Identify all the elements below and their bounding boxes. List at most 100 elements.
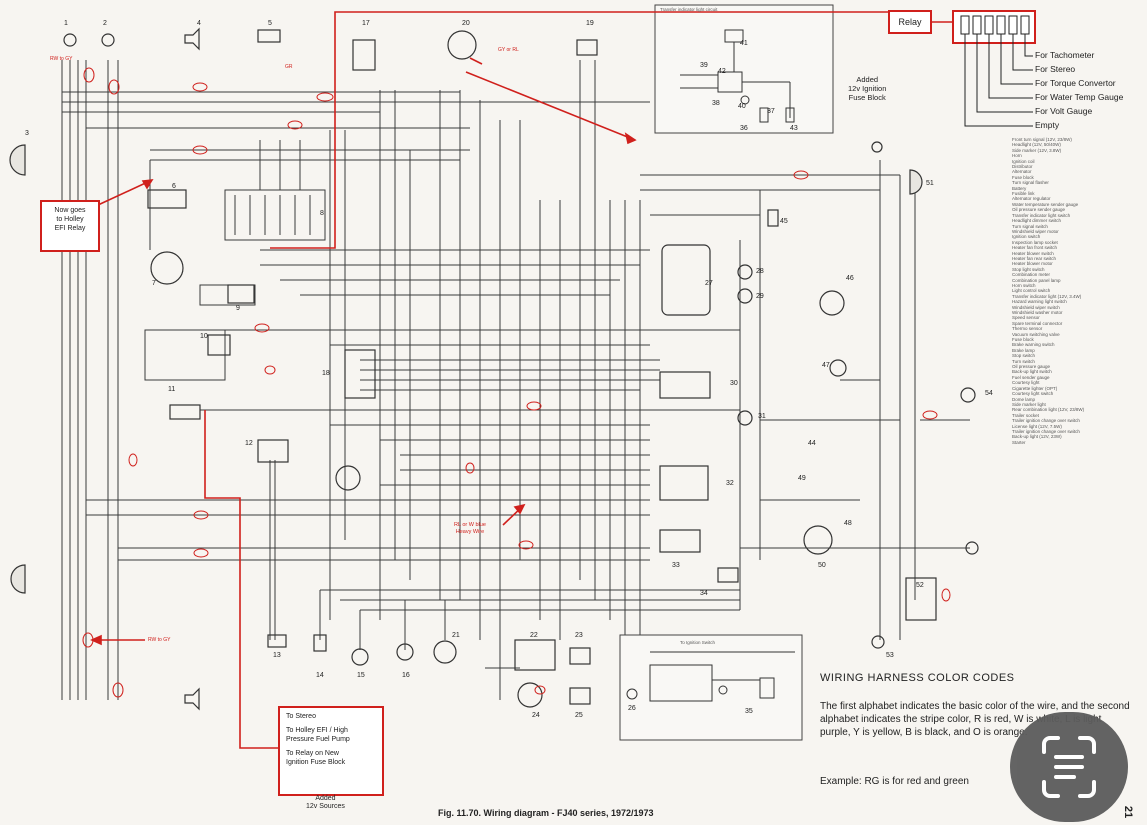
legend-item: Oil pressure gauge (1012, 364, 1051, 370)
legend-item: Speed sensor (1012, 315, 1040, 321)
legend-item: Turn switch (1012, 358, 1035, 364)
component-number: 35 (745, 708, 753, 715)
lamp-55 (960, 387, 976, 403)
wire-tag-bottom-left: RW to GY (148, 637, 171, 643)
color-codes-body: The first alphabet indicates the basic c… (820, 701, 1130, 738)
connector-23 (569, 647, 591, 665)
legend-item: Transfer indicator light switch (1012, 212, 1071, 218)
legend-item: Fuse block (1012, 174, 1034, 180)
legend-item: Rear combination light (12V, 23/8W) (1012, 407, 1085, 413)
component-number: 27 (705, 280, 713, 287)
legend-item: Back-up light switch (1012, 369, 1052, 375)
component-number: 46 (846, 275, 854, 282)
legend-item: Courtesy light switch (1012, 391, 1054, 397)
legend-item: Hazard warning light switch (1012, 299, 1067, 305)
component-number: 22 (530, 632, 538, 639)
sender-14 (313, 634, 327, 652)
component-number: 39 (700, 62, 708, 69)
component-number: 43 (790, 125, 798, 132)
added-sources-box: To Stereo To Holley EFI / High Pressure … (278, 706, 384, 796)
component-number: 40 (738, 103, 746, 110)
lamp-31 (737, 410, 753, 426)
component-number: 18 (322, 370, 330, 377)
component-number: 9 (236, 305, 240, 312)
component-number: 21 (452, 632, 460, 639)
lamp-47 (829, 359, 847, 377)
legend-item: Horn (1012, 153, 1022, 159)
component-number: 20 (462, 20, 470, 27)
component-number: 28 (756, 268, 764, 275)
legend-item: Thermo sensor (1012, 326, 1043, 332)
heavy-wire-note: RL or W blue Heavy Wire (454, 522, 486, 535)
component-number: 29 (756, 293, 764, 300)
legend-item: Turn signal switch (1012, 223, 1048, 229)
wire-tag-circles (82, 67, 951, 698)
headlight-left-lower (10, 564, 26, 594)
legend-item: Trailer socket (1012, 412, 1039, 418)
wiper-motor (335, 465, 361, 491)
component-number: 15 (357, 672, 365, 679)
connector-25 (569, 687, 591, 705)
component-number: 31 (758, 413, 766, 420)
figure-caption: Fig. 11.70. Wiring diagram - FJ40 series… (438, 808, 654, 818)
horn-lower (184, 687, 200, 711)
component-number: 10 (200, 333, 208, 340)
legend-item: Transfer indicator light (12V, 3.4W) (1012, 293, 1082, 299)
tap-label-water-temp: For Water Temp Gauge (1035, 92, 1124, 102)
component-number: 2 (103, 20, 107, 27)
distributor (150, 251, 184, 285)
component-number: 8 (320, 210, 324, 217)
legend-item: Horn switch (1012, 282, 1036, 288)
scan-text-button[interactable] (1010, 712, 1128, 822)
legend-item: Inspection lamp socket (1012, 239, 1058, 245)
legend-item: Brake warning switch (1012, 342, 1055, 348)
component-number: 7 (152, 280, 156, 287)
component-number: 44 (808, 440, 816, 447)
component-number: 49 (798, 475, 806, 482)
legend-item: Light control switch (1012, 288, 1051, 294)
legend-item: Ignition coil (1012, 158, 1035, 164)
inset-title: Transfer indicator light circuit (660, 7, 718, 12)
components (9, 27, 979, 711)
connector-5 (257, 29, 281, 43)
component-number: 51 (926, 180, 934, 187)
component-number: 50 (818, 562, 826, 569)
legend-item: Heater blower switch (1012, 250, 1054, 256)
legend-item: Stop switch (1012, 353, 1036, 359)
legend-item: Trailer ignition change over switch (1012, 418, 1080, 424)
legend-item: Windshield wiper motor (1012, 228, 1059, 234)
tap-label-stereo: For Stereo (1035, 64, 1076, 74)
legend-item: License light (12V, 7.5W) (1012, 423, 1062, 429)
component-number: 45 (780, 218, 788, 225)
gauge-28 (737, 264, 753, 280)
added-fuse-block-note: Added 12v Ignition Fuse Block (848, 75, 887, 102)
component-legend: Front turn signal (12V, 23/8W)Headlight … (1012, 137, 1140, 445)
component-number: 34 (700, 590, 708, 597)
color-codes-title: WIRING HARNESS COLOR CODES (820, 672, 1015, 684)
component-number: 41 (740, 40, 748, 47)
horn-upper (184, 27, 200, 51)
legend-item: Windshield wiper switch (1012, 304, 1060, 310)
component-number: 47 (822, 362, 830, 369)
legend-item: Heater blower motor (1012, 261, 1053, 267)
component-number: 38 (712, 100, 720, 107)
wire-tag-top-left: RW to GY (50, 56, 73, 62)
tap-label-tachometer: For Tachometer (1035, 50, 1095, 60)
sender-45 (767, 209, 779, 227)
component-number: 6 (172, 183, 176, 190)
stop-switch-19 (576, 39, 598, 56)
gauge-29 (737, 288, 753, 304)
legend-item: Heater fan rear switch (1012, 255, 1057, 261)
side-marker-upper-left (101, 33, 115, 47)
horn-46 (819, 290, 845, 316)
component-number: 52 (916, 582, 924, 589)
component-number: 11 (168, 386, 176, 393)
legend-item: Oil pressure sender gauge (1012, 207, 1066, 213)
legend-item: Cigarette lighter (OPT) (1012, 385, 1058, 391)
red-annotations (90, 11, 952, 749)
legend-item: Headlight dimmer switch (1012, 218, 1062, 224)
relay-label-box: Relay (888, 10, 932, 34)
legend-item: Alternator (1012, 169, 1032, 175)
